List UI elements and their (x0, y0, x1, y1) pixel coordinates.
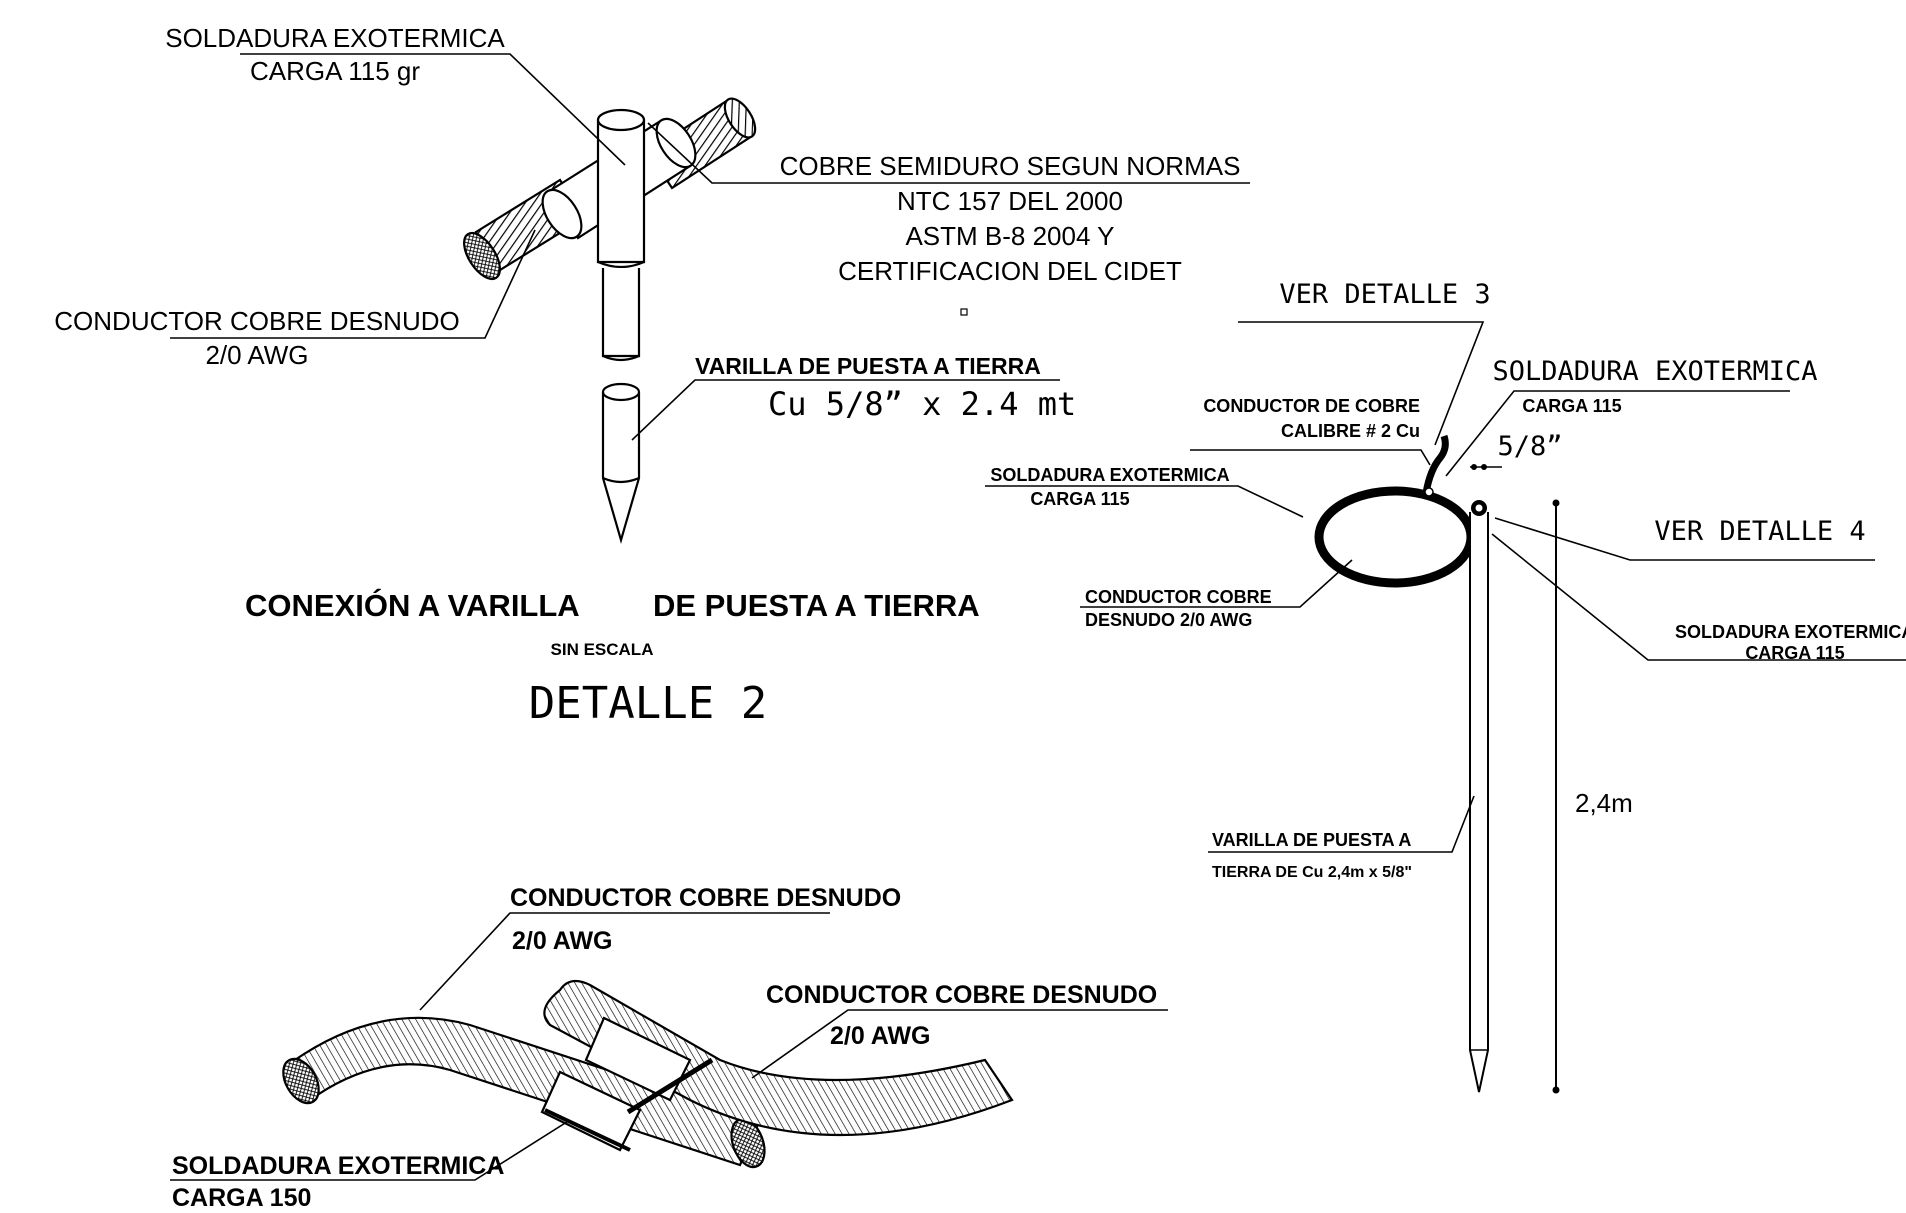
exothermic-weld-top-label: SOLDADURA EXOTERMICA (1492, 356, 1817, 387)
splice-conductor-b-gauge: 2/0 AWG (830, 1022, 931, 1050)
exothermic-weld-right-charge: CARGA 115 (1745, 643, 1844, 663)
detail-title-part-1: CONEXIÓN A VARILLA (245, 587, 580, 623)
copper-conductor-label: CONDUCTOR DE COBRE (1203, 396, 1420, 416)
exothermic-weld-label: SOLDADURA EXOTERMICA (165, 23, 505, 53)
splice-conductor-a-gauge: 2/0 AWG (512, 927, 613, 955)
ground-rod-label: VARILLA DE PUESTA A TIERRA (695, 353, 1041, 379)
exothermic-weld-left-label: SOLDADURA EXOTERMICA (990, 465, 1229, 485)
scale-note: SIN ESCALA (551, 640, 654, 659)
exothermic-weld-top-charge: CARGA 115 (1522, 396, 1621, 416)
splice-conductor-a-label: CONDUCTOR COBRE DESNUDO (510, 884, 901, 912)
copper-spec-line-2: NTC 157 DEL 2000 (897, 186, 1123, 216)
marker-square (960, 308, 968, 316)
copper-spec-line-1: COBRE SEMIDURO SEGUN NORMAS (780, 151, 1241, 181)
copper-spec-line-3: ASTM B-8 2004 Y (905, 221, 1114, 251)
diameter-dimension-text: 5/8” (1497, 431, 1562, 462)
copper-spec-line-4: CERTIFICACION DEL CIDET (838, 256, 1182, 286)
rod-stub (601, 268, 641, 358)
ground-rod-spec: Cu 5/8” x 2.4 mt (768, 385, 1076, 423)
cable-splice-illustration (282, 979, 1014, 1169)
splice-weld-label: SOLDADURA EXOTERMICA (172, 1152, 504, 1180)
bare-conductor-label: CONDUCTOR COBRE DESNUDO (54, 306, 459, 336)
weld-mold (596, 120, 646, 264)
exothermic-weld-right-label: SOLDADURA EXOTERMICA (1675, 622, 1906, 642)
bare-conductor-ring-gauge: DESNUDO 2/0 AWG (1085, 610, 1252, 630)
detail-id: DETALLE 2 (529, 678, 767, 729)
detail-title-part-2: DE PUESTA A TIERRA (653, 588, 980, 623)
rod-length-text: 2,4m (1575, 788, 1633, 818)
exothermic-weld-left-charge: CARGA 115 (1030, 489, 1129, 509)
cross-connection-illustration (463, 97, 757, 544)
ring-tail-conductor (1422, 434, 1449, 494)
ground-rod (601, 392, 641, 544)
splice-sleeve-2 (584, 1016, 692, 1102)
bare-conductor-gauge: 2/0 AWG (205, 340, 308, 370)
see-detail-3-label: VER DETALLE 3 (1279, 279, 1490, 310)
copper-conductor-gauge: CALIBRE # 2 Cu (1281, 421, 1420, 441)
splice-sleeve-1 (540, 1070, 642, 1152)
vertical-rod-spec: TIERRA DE Cu 2,4m x 5/8" (1212, 864, 1412, 881)
vertical-ground-rod (1469, 512, 1489, 1093)
weld-charge-label: CARGA 115 gr (250, 56, 420, 86)
splice-weld-charge: CARGA 150 (172, 1184, 311, 1212)
splice-conductor-b-label: CONDUCTOR COBRE DESNUDO (766, 981, 1157, 1009)
vertical-rod-label: VARILLA DE PUESTA A (1212, 830, 1411, 850)
see-detail-4-label: VER DETALLE 4 (1654, 516, 1865, 547)
bare-conductor-ring-label: CONDUCTOR COBRE (1085, 587, 1272, 607)
rod-ring-illustration (1314, 434, 1560, 1094)
conductor-end-section (463, 231, 501, 281)
